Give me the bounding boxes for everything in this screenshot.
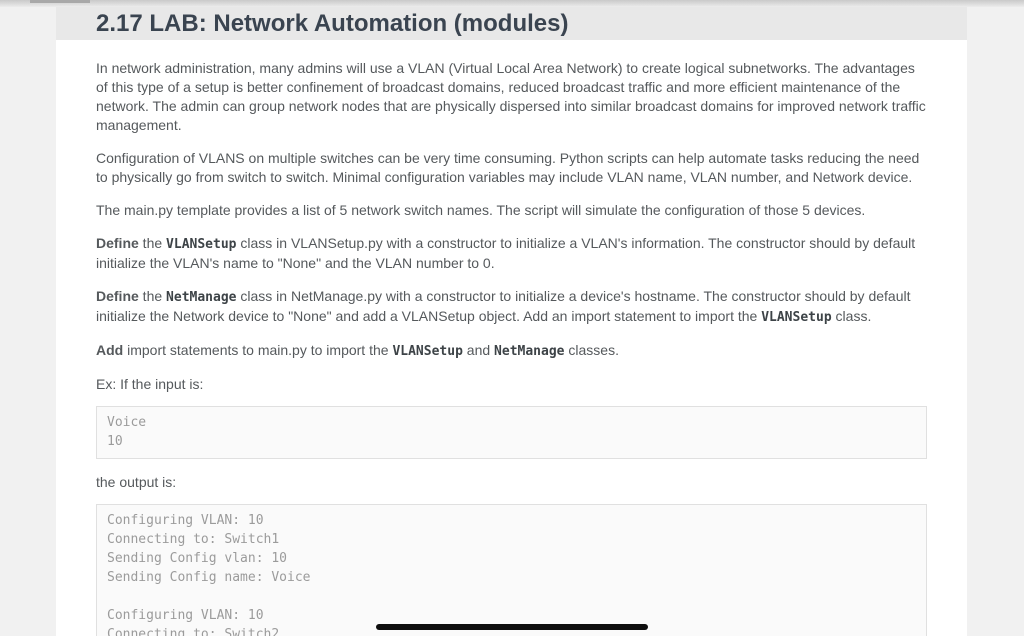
lab-body: In network administration, many admins w… bbox=[56, 59, 967, 636]
example-output-box: Configuring VLAN: 10 Connecting to: Swit… bbox=[96, 504, 927, 636]
example-output-intro: the output is: bbox=[96, 474, 177, 490]
paragraph-define-netmanage: Define the NetManage class in NetManage.… bbox=[96, 288, 911, 325]
paragraph-add-imports: Add import statements to main.py to impo… bbox=[96, 342, 619, 359]
lab-content-card: 2.17 LAB: Network Automation (modules) I… bbox=[56, 0, 967, 636]
page-title: 2.17 LAB: Network Automation (modules) bbox=[96, 10, 569, 37]
home-indicator-bar[interactable] bbox=[376, 624, 648, 630]
paragraph-mainpy-template: The main.py template provides a list of … bbox=[96, 202, 866, 218]
example-input-text: Voice 10 bbox=[107, 415, 147, 449]
paragraph-define-vlansetup: Define the VLANSetup class in VLANSetup.… bbox=[96, 235, 916, 271]
left-gutter bbox=[0, 7, 56, 636]
example-input-intro: Ex: If the input is: bbox=[96, 376, 204, 392]
right-gutter bbox=[967, 7, 1024, 636]
paragraph-config-vlans: Configuration of VLANS on multiple switc… bbox=[96, 150, 920, 185]
top-scroll-indicator bbox=[30, 0, 90, 3]
example-output-text: Configuring VLAN: 10 Connecting to: Swit… bbox=[107, 513, 311, 636]
example-input-box: Voice 10 bbox=[96, 406, 927, 459]
top-shadow-strip bbox=[0, 0, 1024, 7]
paragraph-vlan-intro: In network administration, many admins w… bbox=[96, 60, 926, 133]
